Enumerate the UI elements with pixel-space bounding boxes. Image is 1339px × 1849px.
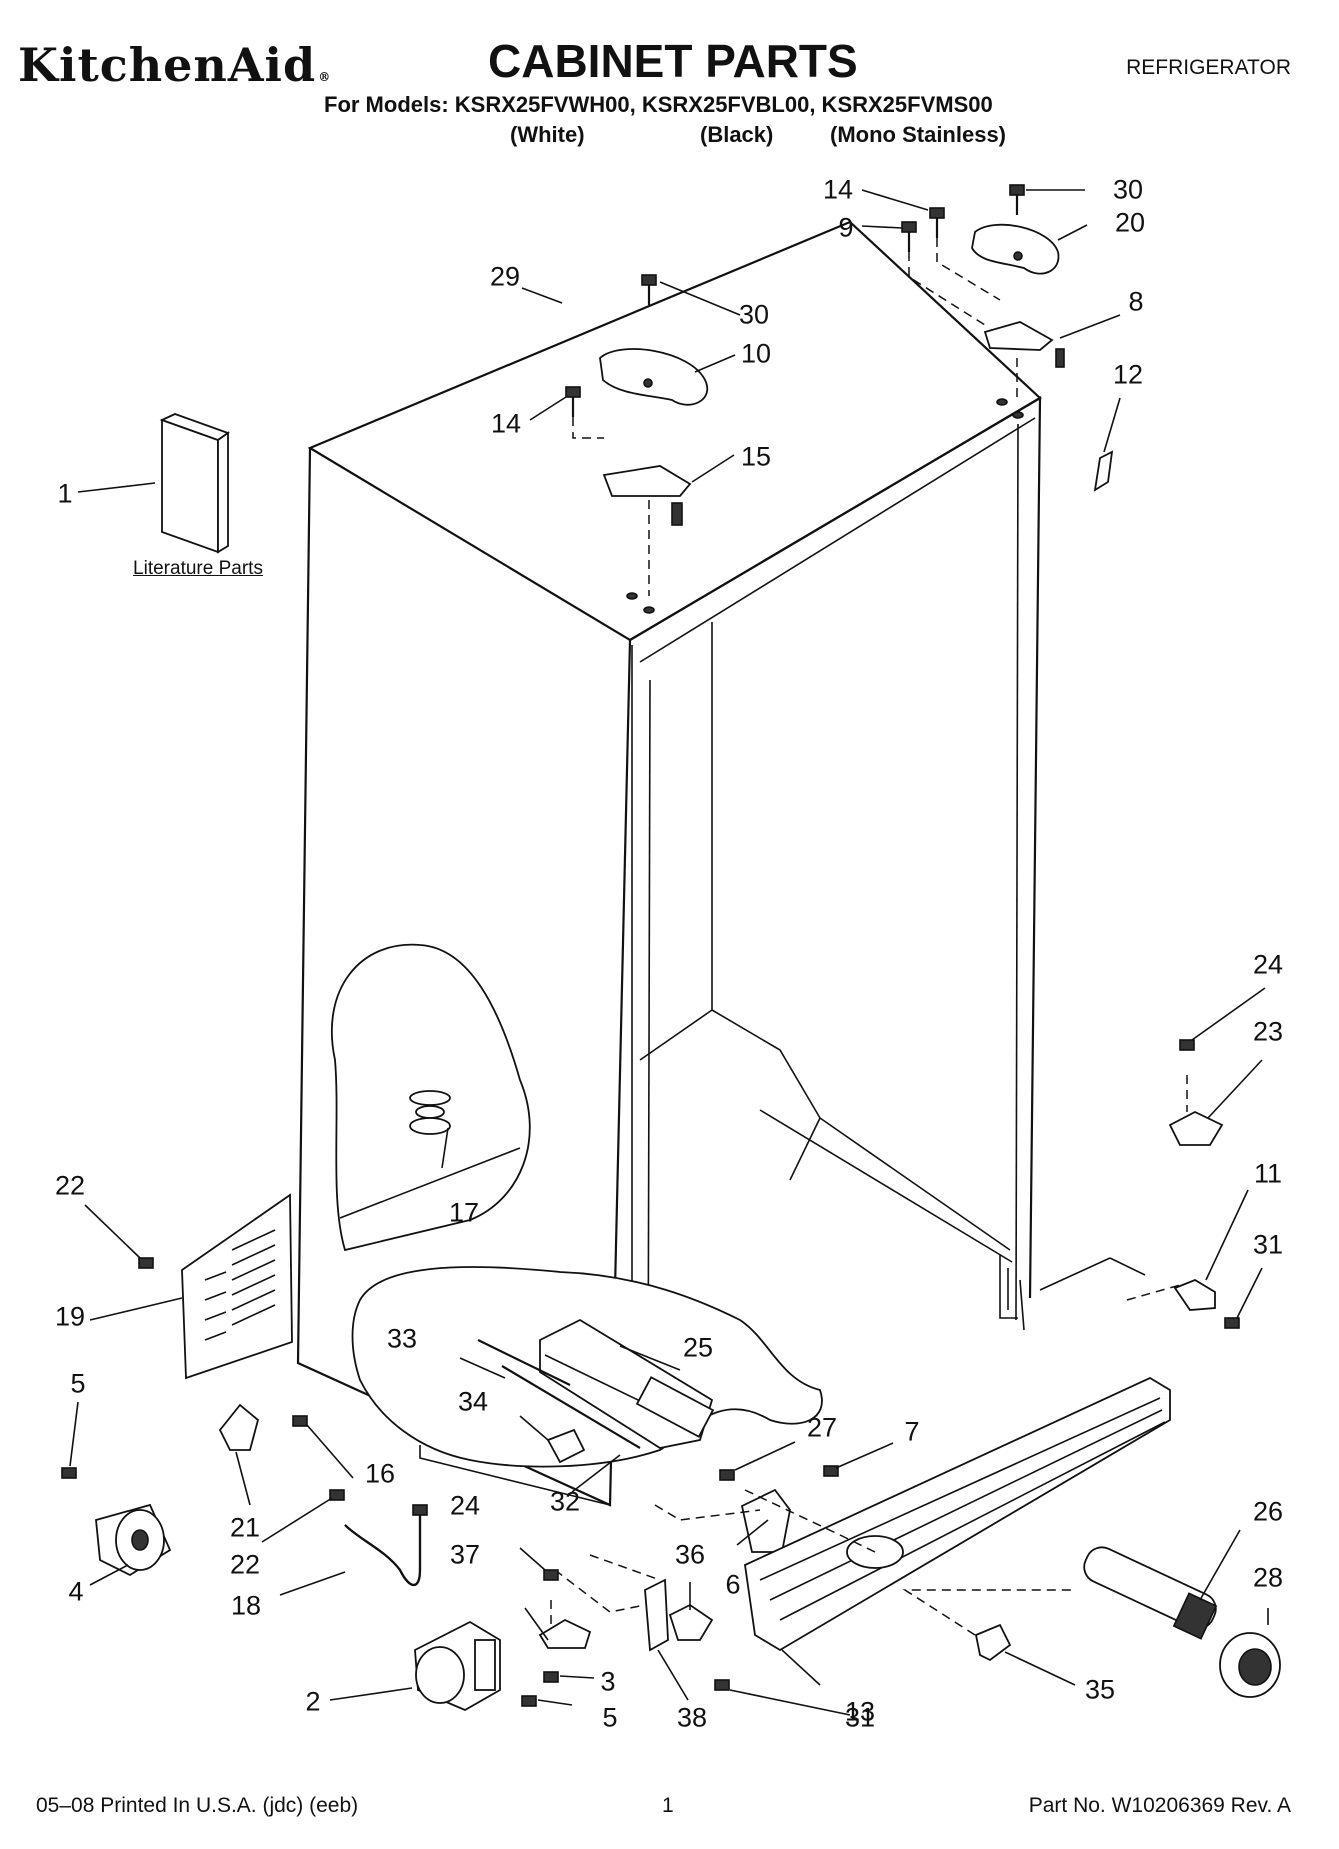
cap-35 [974,1623,1012,1662]
callout-12: 12 [1112,359,1144,390]
callout-31a: 31 [1252,1229,1284,1260]
callout-32: 32 [549,1486,581,1517]
callout-38: 38 [676,1702,708,1733]
callout-31b: 31 [844,1702,876,1733]
water-line-18 [344,1515,422,1587]
callout-17: 17 [448,1197,480,1228]
callout-3: 3 [600,1666,616,1697]
callout-8: 8 [1128,286,1144,317]
appliance-type: REFRIGERATOR [1126,56,1291,79]
screws-lower [61,1039,1240,1707]
base-grille-13 [744,1376,1171,1652]
callout-16: 16 [364,1458,396,1489]
variant-mono-stainless: (Mono Stainless) [830,122,1007,147]
part-number: Part No. W10206369 Rev. A [1028,1794,1291,1817]
callout-29: 29 [489,261,521,292]
water-filter-26 [1083,1546,1218,1640]
callout-24b: 24 [449,1490,481,1521]
roller-4 [95,1503,172,1577]
callout-14b: 14 [490,408,522,439]
callout-11: 11 [1253,1158,1283,1189]
callout-27: 27 [806,1412,838,1443]
callout-22a: 22 [54,1170,86,1201]
callout-15: 15 [740,441,772,472]
fitting-assembly-25 [539,1318,715,1449]
tube-33 [477,1339,571,1386]
callout-28: 28 [1252,1562,1284,1593]
hinge-cover-10 [599,348,708,406]
callout-1: 1 [57,478,73,509]
models-line: For Models: KSRX25FVWH00, KSRX25FVBL00, … [324,92,993,117]
hinge-bracket-15 [602,465,692,497]
brand-logo: KitchenAid® [18,38,331,92]
callout-10: 10 [740,338,772,369]
print-info: 05–08 Printed In U.S.A. (jdc) (eeb) [36,1794,359,1817]
tube-32 [501,1365,641,1449]
callout-19: 19 [54,1301,86,1332]
callout-24a: 24 [1252,949,1284,980]
callout-36: 36 [674,1539,706,1570]
callout-25: 25 [682,1332,714,1363]
bracket-23 [1168,1110,1224,1146]
leader-lines [69,189,1269,1716]
callout-7: 7 [904,1416,920,1447]
callout-21: 21 [229,1512,261,1543]
callout-4: 4 [68,1576,84,1607]
roller-bracket-2 [414,1620,501,1712]
callout-35: 35 [1084,1674,1116,1705]
callout-37: 37 [449,1539,481,1570]
page-title: CABINET PARTS [488,35,858,87]
hinge-cover-20 [971,223,1060,275]
filter-cap-28 [1219,1632,1281,1698]
callout-30a: 30 [738,299,770,330]
callout-26: 26 [1252,1496,1284,1527]
registered-mark: ® [318,70,332,84]
clip-34 [546,1428,586,1464]
callout-20: 20 [1114,207,1146,238]
variant-black: (Black) [700,122,774,147]
vent-slots [204,1229,276,1341]
callout-5a: 5 [70,1368,86,1399]
literature-parts-label: Literature Parts [133,558,263,579]
part-12-clip [1093,450,1114,492]
callout-9: 9 [838,212,854,243]
bracket-21 [218,1403,260,1451]
callout-22b: 22 [229,1549,261,1580]
callout-18: 18 [230,1590,262,1621]
bracket-36 [668,1603,714,1641]
brand-name: KitchenAid [18,38,317,92]
leveler-17 [409,1090,451,1135]
vent-panel-19 [181,1193,293,1380]
callout-13: 13 [844,1696,876,1727]
screws-top [565,184,1025,417]
callout-23: 23 [1252,1016,1284,1047]
callout-6: 6 [725,1569,741,1600]
callout-30b: 30 [1112,174,1144,205]
callout-34: 34 [457,1386,489,1417]
variant-white: (White) [510,122,585,147]
bracket-38 [644,1578,669,1652]
page-number: 1 [662,1794,674,1817]
callout-2: 2 [305,1686,321,1717]
hinge-pin-11 [1173,1278,1216,1311]
bracket-37 [538,1618,592,1649]
hinge-bracket-8 [983,321,1054,351]
callout-33: 33 [386,1323,418,1354]
callout-5b: 5 [602,1702,618,1733]
literature-book [159,413,230,554]
top-holes [626,398,1024,614]
callout-14a: 14 [822,174,854,205]
